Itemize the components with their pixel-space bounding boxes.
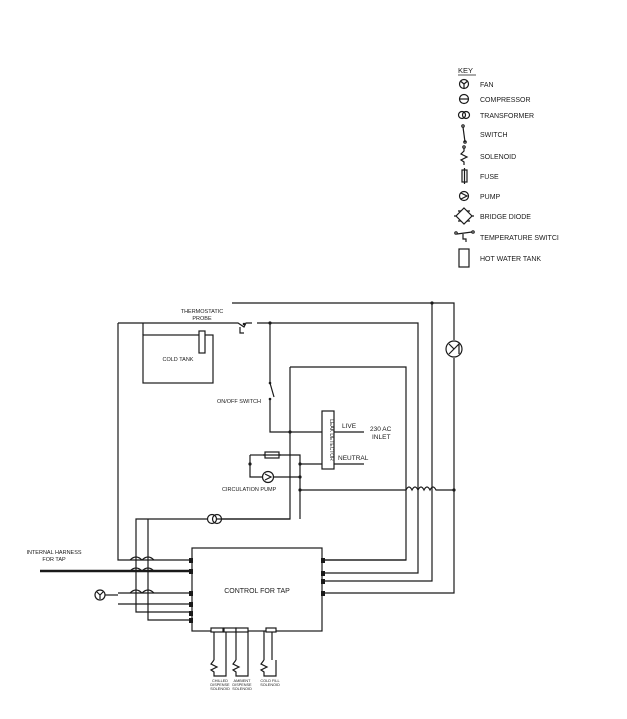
legend-label: SOLENOID xyxy=(480,154,516,161)
transformer-icon xyxy=(206,513,223,525)
live-label: LIVE xyxy=(342,423,357,430)
svg-text:DISPENSE: DISPENSE xyxy=(210,683,230,687)
solenoid-icon xyxy=(259,631,277,677)
fan-motor-icon xyxy=(445,340,463,358)
leak-detector-label: LEAK DETECTOR xyxy=(328,419,334,461)
pump-icon xyxy=(261,470,275,484)
control-for-tap-box: CONTROL FOR TAP xyxy=(189,547,325,633)
control-for-tap-label: CONTROL FOR TAP xyxy=(224,588,290,595)
svg-text:AMBIENT: AMBIENT xyxy=(234,679,252,683)
bridge-diode-icon xyxy=(454,207,474,225)
legend-label: BRIDGE DIODE xyxy=(480,214,531,221)
svg-text:SOLENOID: SOLENOID xyxy=(210,687,230,691)
legend-label: FAN xyxy=(480,82,494,89)
legend-label: HOT WATER TANK xyxy=(480,256,541,263)
harness-crossovers xyxy=(129,556,155,594)
fan-icon xyxy=(458,78,470,90)
pump-icon xyxy=(458,190,470,202)
leak-detector: LEAK DETECTOR xyxy=(321,410,335,470)
svg-text:DISPENSE: DISPENSE xyxy=(232,683,252,687)
thermostatic-probe-label: THERMOSTATIC xyxy=(181,309,224,315)
chilled-dispense-solenoid-label: CHILLED DISPENSE SOLENOID xyxy=(210,679,230,691)
neutral-label: NEUTRAL xyxy=(338,455,369,462)
ambient-dispense-solenoid-label: AMBIENT DISPENSE SOLENOID xyxy=(232,679,252,691)
temperature-switch-icon xyxy=(454,230,475,242)
legend-label: FUSE xyxy=(480,174,499,181)
switch-icon xyxy=(461,124,467,144)
inlet-label: 230 AC xyxy=(370,426,392,433)
fuse-icon xyxy=(263,451,281,459)
hot-water-tank-icon xyxy=(458,248,470,268)
svg-text:SOLENOID: SOLENOID xyxy=(260,683,280,687)
svg-text:SOLENOID: SOLENOID xyxy=(232,687,252,691)
fuse-icon xyxy=(461,168,468,184)
cold-fill-solenoid-label: COLD FILL SOLENOID xyxy=(260,679,280,687)
solenoid-icon xyxy=(459,145,469,165)
compressor-icon xyxy=(458,93,470,105)
cold-tank-label: COLD TANK xyxy=(163,357,194,363)
junction-dots xyxy=(248,301,456,492)
legend-label: COMPRESSOR xyxy=(480,97,531,104)
internal-harness-label: INTERNAL HARNESS FOR TAP xyxy=(26,550,81,563)
on-off-switch-label: ON/OFF SWITCH xyxy=(217,399,261,405)
inlet-label: INLET xyxy=(372,434,390,441)
svg-text:COLD FILL: COLD FILL xyxy=(260,679,279,683)
legend-title: KEY xyxy=(458,66,473,75)
transformer-icon xyxy=(457,110,471,120)
legend-label: TRANSFORMER xyxy=(480,113,534,120)
legend-label: SWITCH xyxy=(480,132,508,139)
svg-text:INTERNAL HARNESS: INTERNAL HARNESS xyxy=(26,550,81,556)
svg-text:CHILLED: CHILLED xyxy=(212,679,228,683)
fan-icon xyxy=(94,589,106,601)
solenoid-icon xyxy=(231,659,249,677)
legend-label: TEMPERATURE SWITCI xyxy=(480,235,559,242)
solenoid-icon xyxy=(209,659,227,677)
legend-label: PUMP xyxy=(480,194,501,201)
thermostatic-probe-label: PROBE xyxy=(192,316,212,322)
svg-text:FOR TAP: FOR TAP xyxy=(42,557,66,563)
circulation-pump-label: CIRCULATION PUMP xyxy=(222,487,277,493)
thermostatic-probe: THERMOSTATIC PROBE xyxy=(181,309,224,354)
legend: KEY FAN COMPRESSOR TRANSFORMER SWITCH xyxy=(454,66,559,268)
